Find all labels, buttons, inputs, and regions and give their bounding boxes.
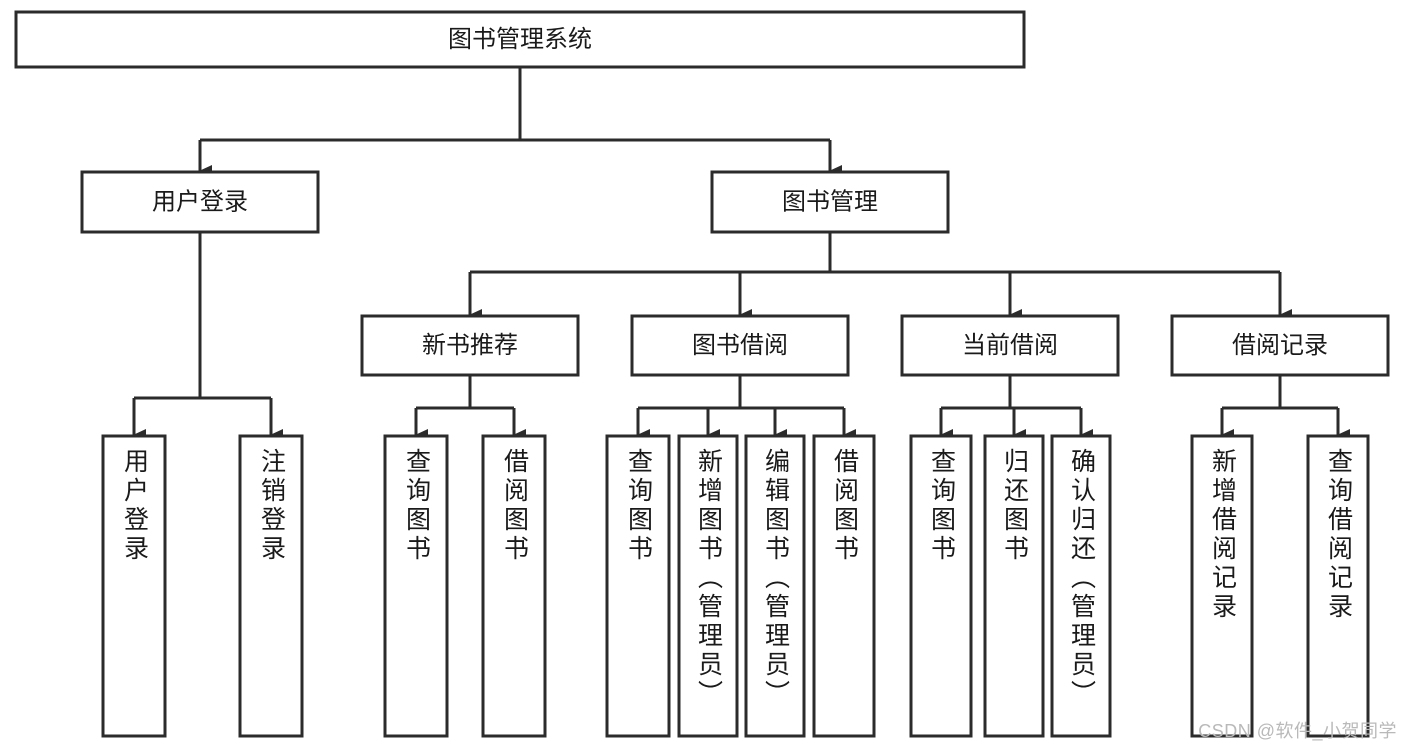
node-rect-book-borrow[interactable] xyxy=(630,314,850,377)
node-current-borrow[interactable]: 当前借阅 xyxy=(900,314,1120,377)
watermark: CSDN @软件_小贺同学 xyxy=(1198,721,1397,741)
leaf-leaf-edit-book[interactable] xyxy=(744,434,806,738)
leaf-leaf-confirm-return[interactable] xyxy=(1050,434,1112,738)
node-rect-borrow-record[interactable] xyxy=(1170,314,1390,377)
node-rect-root[interactable] xyxy=(14,10,1026,69)
leaf-rect-leaf-confirm-return[interactable] xyxy=(1050,434,1112,738)
node-label-borrow-record: 借阅记录 xyxy=(1232,332,1328,359)
leaf-rect-leaf-query-book-2[interactable] xyxy=(605,434,671,738)
node-rect-current-borrow[interactable] xyxy=(900,314,1120,377)
node-book-borrow[interactable]: 图书借阅 xyxy=(630,314,850,377)
leaf-rect-leaf-add-book[interactable] xyxy=(677,434,739,738)
node-label-root: 图书管理系统 xyxy=(448,26,592,53)
leaf-rect-leaf-query-book-1[interactable] xyxy=(383,434,449,738)
node-label-user-login: 用户登录 xyxy=(152,188,248,215)
leaf-leaf-query-book-3[interactable] xyxy=(909,434,973,738)
node-rect-book-manage[interactable] xyxy=(710,170,950,234)
leaf-leaf-borrow-book-2[interactable] xyxy=(812,434,876,738)
node-rect-user-login[interactable] xyxy=(80,170,320,234)
node-label-book-manage: 图书管理 xyxy=(782,188,878,215)
leaf-leaf-add-record[interactable] xyxy=(1190,434,1254,738)
node-root[interactable]: 图书管理系统 xyxy=(14,10,1026,69)
leaf-rect-leaf-user-login[interactable] xyxy=(101,434,167,738)
node-new-book-recommend[interactable]: 新书推荐 xyxy=(360,314,580,377)
node-user-login[interactable]: 用户登录 xyxy=(80,170,320,234)
leaf-leaf-add-book[interactable] xyxy=(677,434,739,738)
leaf-leaf-user-login[interactable] xyxy=(101,434,167,738)
leaf-leaf-return-book[interactable] xyxy=(983,434,1045,738)
leaf-leaf-query-book-1[interactable] xyxy=(383,434,449,738)
leaf-rect-leaf-add-record[interactable] xyxy=(1190,434,1254,738)
leaf-rect-leaf-edit-book[interactable] xyxy=(744,434,806,738)
node-label-new-book-recommend: 新书推荐 xyxy=(422,332,518,359)
leaf-rect-leaf-query-book-3[interactable] xyxy=(909,434,973,738)
leaf-rect-leaf-return-book[interactable] xyxy=(983,434,1045,738)
node-book-manage[interactable]: 图书管理 xyxy=(710,170,950,234)
leaf-leaf-borrow-book-1[interactable] xyxy=(481,434,547,738)
node-label-current-borrow: 当前借阅 xyxy=(962,332,1058,359)
leaf-leaf-query-book-2[interactable] xyxy=(605,434,671,738)
leaf-leaf-query-record[interactable] xyxy=(1306,434,1370,738)
node-rect-new-book-recommend[interactable] xyxy=(360,314,580,377)
node-label-book-borrow: 图书借阅 xyxy=(692,332,788,359)
leaf-leaf-logout-login[interactable] xyxy=(238,434,304,738)
leaf-rect-leaf-query-record[interactable] xyxy=(1306,434,1370,738)
connector-layer xyxy=(132,67,1350,441)
leaf-rect-leaf-borrow-book-2[interactable] xyxy=(812,434,876,738)
leaf-rect-leaf-borrow-book-1[interactable] xyxy=(481,434,547,738)
leaf-rect-leaf-logout-login[interactable] xyxy=(238,434,304,738)
node-borrow-record[interactable]: 借阅记录 xyxy=(1170,314,1390,377)
